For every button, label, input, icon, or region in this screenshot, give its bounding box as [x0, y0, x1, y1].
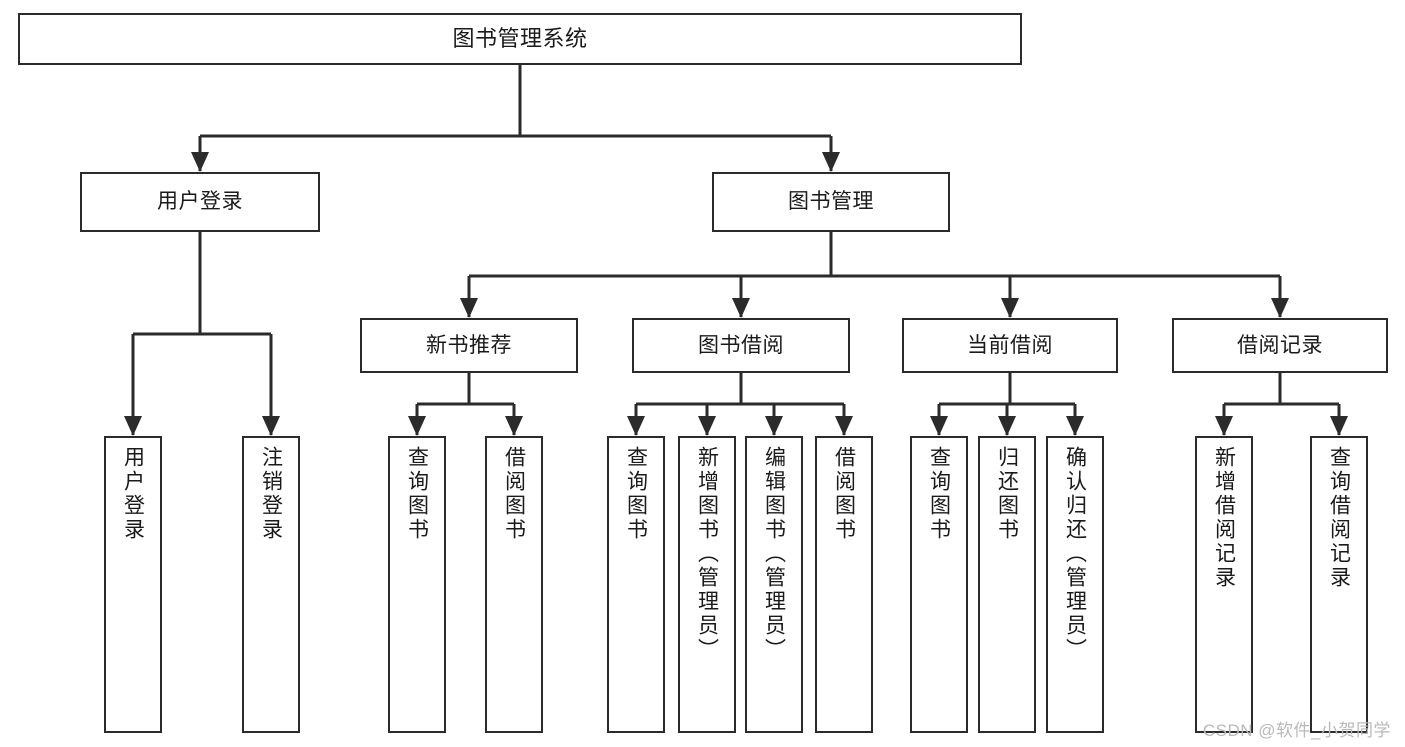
- edge-book-borrow-group-arrowhead-1: [698, 416, 716, 436]
- node-label-leaf-query-book-rec: 查询图书: [405, 446, 429, 542]
- edge-current-borrow-group-arrowhead-0: [930, 416, 948, 436]
- node-label-book-borrow: 图书借阅: [698, 333, 784, 357]
- node-label-leaf-query-record: 查询借阅记录: [1327, 446, 1351, 590]
- edge-root-group-arrowhead-1: [822, 152, 840, 172]
- node-label-leaf-query-book-borrow: 查询图书: [624, 446, 648, 542]
- edge-book-management-group-arrowhead-1: [732, 298, 750, 318]
- node-label-leaf-return-book: 归还图书: [995, 446, 1019, 542]
- node-leaf-add-record[interactable]: 新增借阅记录: [1195, 436, 1253, 733]
- edge-current-borrow-group-arrowhead-1: [998, 416, 1016, 436]
- node-leaf-borrow-book-rec[interactable]: 借阅图书: [485, 436, 543, 733]
- node-label-root: 图书管理系统: [452, 25, 588, 51]
- edge-borrow-record-group-arrowhead-1: [1330, 416, 1348, 436]
- node-leaf-borrow-book[interactable]: 借阅图书: [815, 436, 873, 733]
- node-leaf-query-book-borrow[interactable]: 查询图书: [607, 436, 665, 733]
- node-label-book-management: 图书管理: [788, 190, 874, 214]
- edge-book-management-group-arrowhead-0: [460, 298, 478, 318]
- node-leaf-query-record[interactable]: 查询借阅记录: [1310, 436, 1368, 733]
- node-leaf-user-login[interactable]: 用户登录: [104, 436, 162, 733]
- node-label-user-login: 用户登录: [157, 190, 243, 214]
- edge-root-group-arrowhead-0: [191, 152, 209, 172]
- edge-user-login-group-arrowhead-1: [262, 416, 280, 436]
- node-label-borrow-record: 借阅记录: [1237, 333, 1323, 357]
- node-label-current-borrow: 当前借阅: [967, 333, 1053, 357]
- node-leaf-edit-book[interactable]: 编辑图书（管理员）: [745, 436, 803, 733]
- node-leaf-return-book[interactable]: 归还图书: [978, 436, 1036, 733]
- node-label-leaf-borrow-book-rec: 借阅图书: [502, 446, 526, 542]
- node-new-book-recommend[interactable]: 新书推荐: [360, 318, 578, 373]
- node-current-borrow[interactable]: 当前借阅: [902, 318, 1118, 373]
- node-leaf-query-book-current[interactable]: 查询图书: [910, 436, 968, 733]
- edge-new-book-recommend-group-arrowhead-1: [505, 416, 523, 436]
- watermark-label: CSDN @软件_小贺同学: [1202, 721, 1391, 740]
- node-label-leaf-borrow-book: 借阅图书: [832, 446, 856, 542]
- node-root[interactable]: 图书管理系统: [18, 13, 1022, 65]
- node-borrow-record[interactable]: 借阅记录: [1172, 318, 1388, 373]
- edge-book-management-group-arrowhead-2: [1001, 298, 1019, 318]
- node-label-leaf-user-login: 用户登录: [121, 446, 145, 542]
- edge-book-management-group-arrowhead-3: [1271, 298, 1289, 318]
- node-label-leaf-query-book-current: 查询图书: [927, 446, 951, 542]
- edge-current-borrow-group-arrowhead-2: [1066, 416, 1084, 436]
- node-label-leaf-add-record: 新增借阅记录: [1212, 446, 1236, 590]
- edge-book-borrow-group-arrowhead-3: [835, 416, 853, 436]
- node-label-leaf-edit-book: 编辑图书（管理员）: [762, 446, 786, 662]
- edge-book-borrow-group-arrowhead-2: [765, 416, 783, 436]
- node-book-borrow[interactable]: 图书借阅: [632, 318, 850, 373]
- node-label-leaf-add-book: 新增图书（管理员）: [695, 446, 719, 662]
- edge-book-borrow-group-arrowhead-0: [627, 416, 645, 436]
- node-label-leaf-confirm-return: 确认归还（管理员）: [1063, 446, 1087, 662]
- node-leaf-logout[interactable]: 注销登录: [242, 436, 300, 733]
- node-user-login[interactable]: 用户登录: [80, 172, 320, 232]
- node-leaf-confirm-return[interactable]: 确认归还（管理员）: [1046, 436, 1104, 733]
- node-leaf-add-book[interactable]: 新增图书（管理员）: [678, 436, 736, 733]
- node-leaf-query-book-rec[interactable]: 查询图书: [388, 436, 446, 733]
- edge-new-book-recommend-group-arrowhead-0: [408, 416, 426, 436]
- edge-borrow-record-group-arrowhead-0: [1215, 416, 1233, 436]
- node-label-leaf-logout: 注销登录: [259, 446, 283, 542]
- node-label-new-book-recommend: 新书推荐: [426, 333, 512, 357]
- node-book-management[interactable]: 图书管理: [712, 172, 950, 232]
- edge-user-login-group-arrowhead-0: [124, 416, 142, 436]
